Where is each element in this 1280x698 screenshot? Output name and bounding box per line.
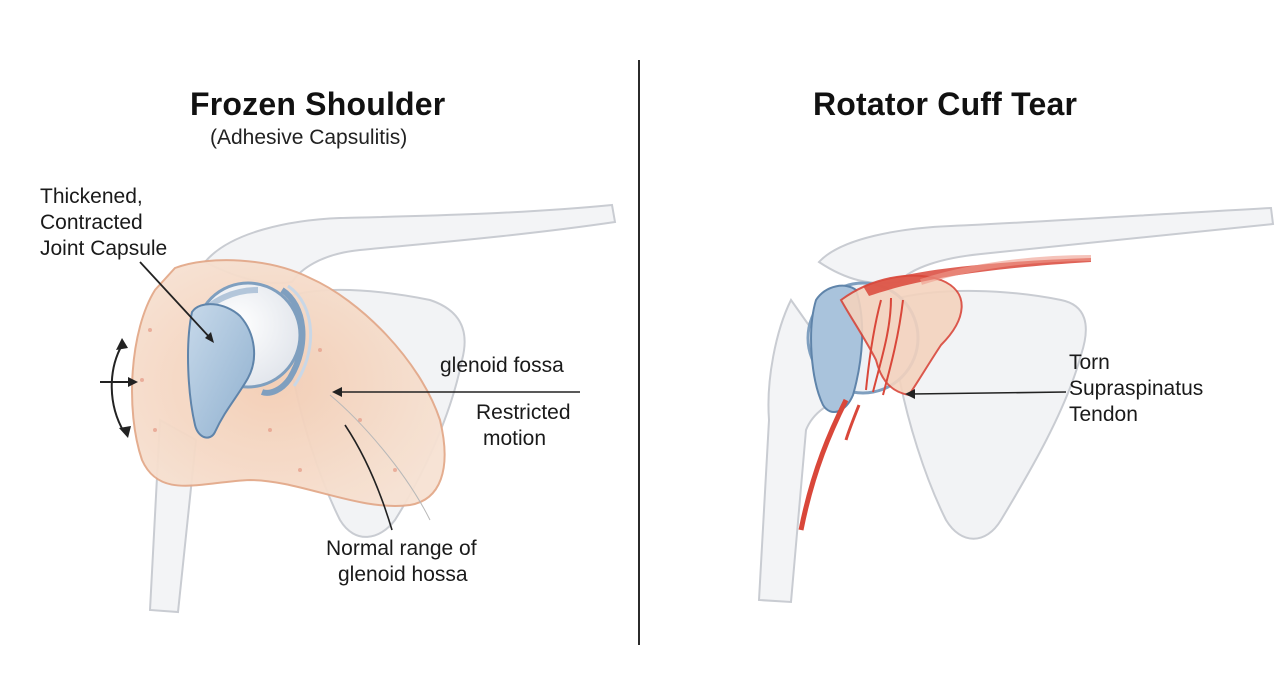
motion-arc-arrow — [110, 344, 125, 433]
frozen-shoulder-panel: Frozen Shoulder (Adhesive Capsulitis) Th… — [0, 0, 638, 698]
label-restricted-line1: Restricted — [476, 401, 571, 424]
label-glenoid-fossa: glenoid fossa — [440, 354, 564, 377]
normal-range-leader — [344, 424, 393, 531]
torn-tendon-leader — [910, 391, 1067, 395]
acromion-bone — [817, 206, 1275, 285]
capsule-leader — [139, 261, 213, 341]
page-title-frozen-shoulder: Frozen Shoulder — [190, 86, 446, 122]
frozen-shoulder-illustration — [100, 203, 617, 614]
capsule-speckles — [140, 328, 397, 472]
glenoid-cartilage — [810, 284, 864, 414]
label-torn-line3: Tendon — [1069, 403, 1138, 426]
subtitle-adhesive-capsulitis: (Adhesive Capsulitis) — [210, 126, 408, 149]
label-restricted-line2: motion — [483, 427, 547, 450]
label-normal-range-line2: glenoid hossa — [338, 563, 468, 586]
rotator-cuff-panel: Rotator Cuff Tear Torn Supraspinatus Ten… — [641, 0, 1280, 698]
label-torn-line2: Supraspinatus — [1069, 377, 1204, 400]
label-capsule-line3: Joint Capsule — [40, 237, 168, 260]
labrum-ring — [260, 287, 306, 396]
page-title-rotator-cuff: Rotator Cuff Tear — [813, 86, 1078, 122]
tendon-red-lower — [798, 398, 849, 531]
label-torn-line1: Torn — [1069, 351, 1110, 374]
glenoid-cartilage — [187, 303, 256, 439]
label-normal-range-line1: Normal range of — [326, 537, 477, 560]
rotator-cuff-illustration — [757, 206, 1275, 604]
panel-divider — [638, 60, 640, 645]
scapula-bone — [889, 289, 1087, 540]
label-capsule-line1: Thickened, — [40, 185, 143, 208]
torn-fibers — [865, 297, 904, 396]
label-capsule-line2: Contracted — [40, 211, 143, 234]
